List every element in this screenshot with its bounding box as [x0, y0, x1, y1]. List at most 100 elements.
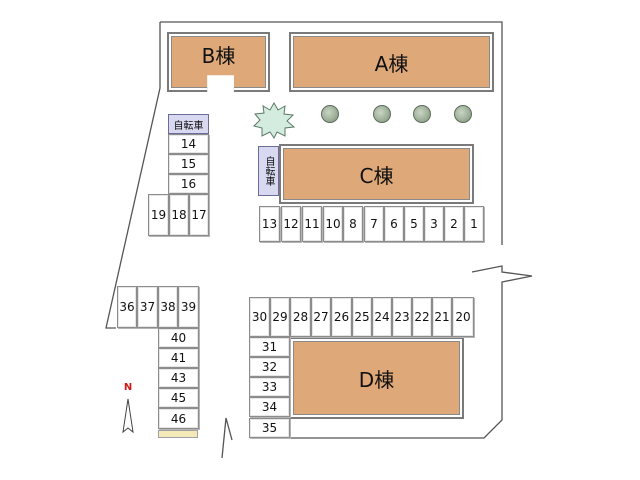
north-arrow-icon [122, 398, 134, 434]
parking-slot: 32 [249, 357, 290, 377]
parking-slot-number: 18 [171, 208, 187, 222]
bicycle-parking-side-label: 自転車 [263, 156, 274, 186]
parking-slot-number: 16 [180, 177, 197, 191]
parking-slot: 19 [148, 194, 169, 236]
building-a: A棟 [289, 32, 494, 92]
parking-slot: 43 [158, 368, 199, 388]
building-a-label: A棟 [374, 51, 409, 76]
parking-slot-number: 35 [261, 421, 278, 435]
parking-slot: 33 [249, 377, 290, 397]
parking-slot-number: 23 [394, 310, 410, 324]
parking-slot: 41 [158, 348, 199, 368]
parking-slot: 8 [343, 206, 363, 242]
parking-slot-number: 11 [304, 217, 320, 231]
bicycle-parking-side: 自転車 [258, 146, 279, 196]
parking-slot-number: 21 [434, 310, 450, 324]
parking-slot-number: 31 [261, 340, 278, 354]
parking-slot: 23 [392, 297, 412, 337]
parking-slot: 39 [178, 286, 199, 328]
parking-slot: 12 [281, 206, 301, 242]
parking-slot: 24 [372, 297, 392, 337]
parking-slot-number: 5 [410, 217, 418, 231]
parking-slot-number: 19 [150, 208, 167, 222]
parking-slot: 27 [311, 297, 331, 337]
parking-slot-number: 40 [170, 331, 187, 345]
parking-slot-number: 14 [180, 137, 197, 151]
parking-slot: 37 [137, 286, 158, 328]
north-label: N [123, 382, 133, 393]
road-break-right [290, 265, 533, 439]
parking-slot-number: 43 [170, 371, 187, 385]
site-boundary-west [105, 22, 161, 329]
parking-slot: 46 [158, 408, 199, 429]
parking-slot-number: 39 [180, 300, 197, 314]
parking-slot: 30 [249, 297, 270, 337]
parking-slot-number: 22 [414, 310, 430, 324]
tree-icon [454, 105, 472, 123]
parking-slot: 40 [158, 328, 199, 348]
building-c: C棟 [279, 144, 474, 204]
parking-slot: 6 [384, 206, 404, 242]
parking-slot-number: 1 [470, 217, 478, 231]
parking-slot: 28 [290, 297, 311, 337]
parking-slot: 14 [168, 134, 209, 154]
parking-slot-number: 38 [160, 300, 176, 314]
parking-slot-number: 34 [261, 400, 278, 414]
parking-slot: 17 [189, 194, 209, 236]
parking-slot: 21 [432, 297, 452, 337]
parking-slot-number: 8 [349, 217, 357, 231]
parking-slot: 2 [444, 206, 464, 242]
parking-slot-number: 33 [261, 380, 278, 394]
parking-slot-number: 10 [325, 217, 341, 231]
parking-slot: 5 [404, 206, 424, 242]
parking-slot-number: 25 [354, 310, 370, 324]
parking-slot: 16 [168, 174, 209, 194]
parking-slot: 10 [323, 206, 343, 242]
garden-strip [158, 430, 198, 438]
parking-slot: 26 [331, 297, 352, 337]
parking-slot-number: 36 [119, 300, 135, 314]
parking-slot-number: 30 [251, 310, 268, 324]
parking-slot: 3 [424, 206, 444, 242]
parking-slot-number: 17 [191, 208, 207, 222]
north-arrow: N [121, 382, 135, 434]
parking-slot-number: 20 [455, 310, 471, 324]
bicycle-parking-top: 自転車 [168, 114, 209, 134]
site-boundary [160, 21, 503, 245]
parking-slot-number: 13 [261, 217, 278, 231]
parking-slot-number: 7 [370, 217, 378, 231]
parking-slot-number: 45 [170, 391, 187, 405]
parking-slot-number: 32 [261, 360, 278, 374]
parking-slot-number: 37 [139, 300, 156, 314]
building-d-label: D棟 [358, 367, 395, 392]
tree-icon [321, 105, 339, 123]
parking-slot: 18 [169, 194, 189, 236]
parking-slot-number: 15 [180, 157, 197, 171]
parking-slot: 25 [352, 297, 372, 337]
parking-slot: 7 [364, 206, 384, 242]
building-d: D棟 [289, 337, 464, 419]
tree-icon [413, 105, 431, 123]
large-tree-icon [253, 101, 296, 139]
parking-slot-number: 41 [170, 351, 187, 365]
parking-slot: 13 [259, 206, 280, 242]
parking-slot: 35 [249, 418, 290, 438]
tree-icon [373, 105, 391, 123]
parking-slot: 36 [117, 286, 137, 328]
parking-slot: 29 [270, 297, 290, 337]
parking-slot: 11 [302, 206, 322, 242]
bicycle-parking-top-label: 自転車 [173, 120, 204, 132]
parking-slot: 31 [249, 337, 290, 357]
parking-slot-number: 24 [374, 310, 390, 324]
parking-slot: 20 [452, 297, 474, 337]
parking-slot-number: 6 [390, 217, 398, 231]
road-break-bottom [221, 417, 233, 459]
parking-slot: 15 [168, 154, 209, 174]
parking-slot-number: 3 [430, 217, 438, 231]
parking-slot: 1 [464, 206, 484, 242]
parking-slot-number: 12 [283, 217, 299, 231]
parking-slot-number: 28 [292, 310, 309, 324]
parking-slot: 45 [158, 388, 199, 408]
